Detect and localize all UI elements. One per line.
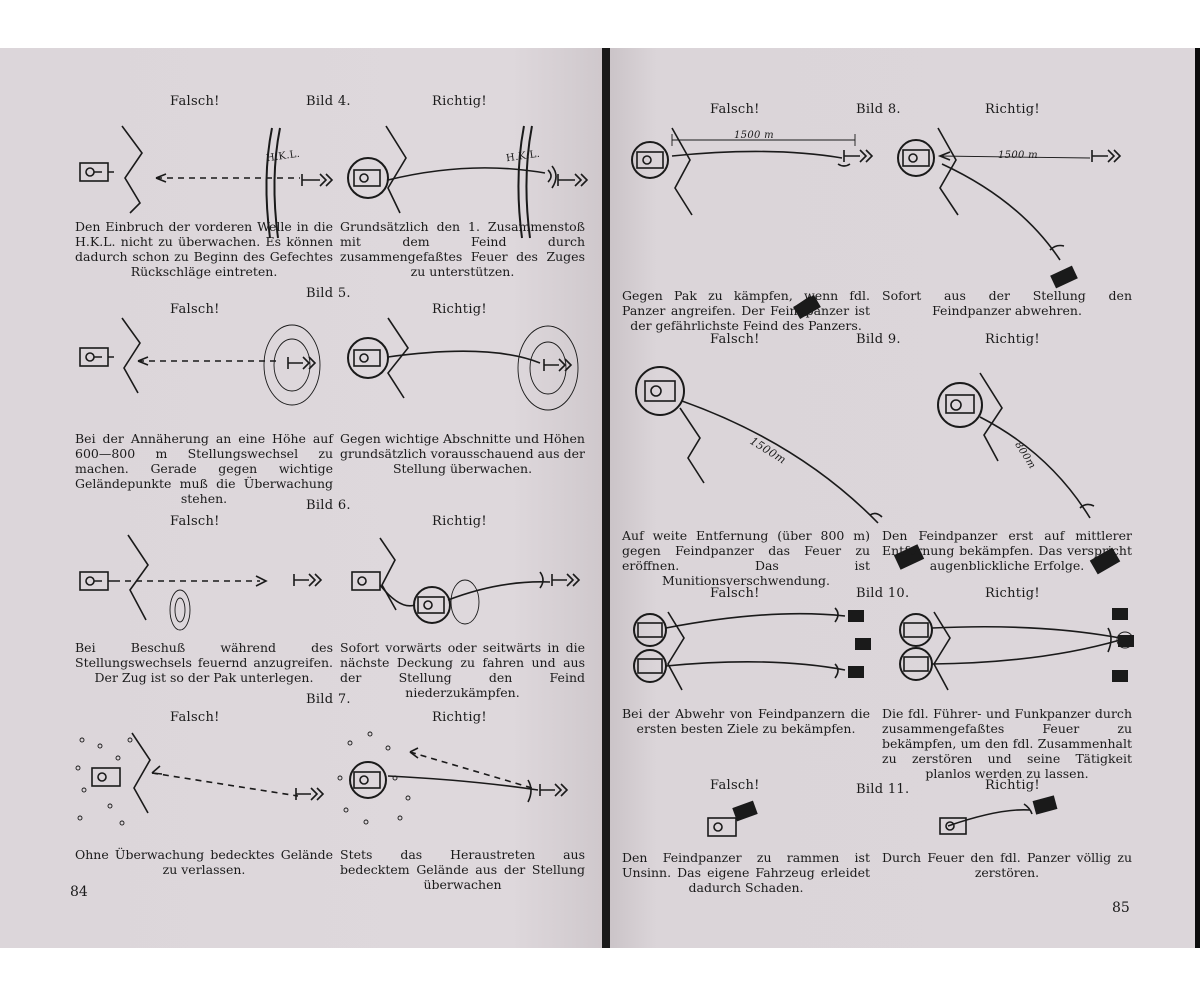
caption-wrong: Bei Beschuß während des Stellungswechsel…	[75, 640, 333, 685]
caption-right: Stets das Heraustreten aus bedecktem Gel…	[340, 847, 585, 892]
label-falsch: Falsch!	[710, 586, 760, 601]
anti-tank-gun-icon	[301, 173, 334, 187]
diagram-bild-8	[631, 127, 1122, 320]
diagram-bild-4	[79, 125, 589, 239]
label-richtig: Richtig!	[985, 102, 1040, 117]
distance-label: 1500 m	[998, 150, 1038, 161]
diagram-bild-10	[633, 607, 1134, 691]
figure-number: Bild 8.	[856, 102, 901, 117]
label-falsch: Falsch!	[170, 94, 220, 109]
caption-right: Durch Feuer den fdl. Panzer völlig zu ze…	[882, 850, 1132, 880]
page-number: 85	[1112, 900, 1130, 916]
caption-right: Sofort vorwärts oder seitwärts in die nä…	[340, 640, 585, 700]
caption-right: Gegen wichtige Abschnitte und Höhen grun…	[340, 431, 585, 476]
diagram-bild-9	[635, 366, 1121, 575]
right-page: Falsch! Bild 8. Richtig!	[610, 48, 1195, 948]
distance-label: 1500 m	[734, 130, 774, 141]
page-number: 84	[70, 884, 88, 900]
caption-right: Den Feindpanzer erst auf mittlerer Entfe…	[882, 528, 1132, 573]
diagram-bild-11	[707, 795, 1058, 837]
figure-number: Bild 6.	[306, 498, 351, 513]
label-falsch: Falsch!	[170, 514, 220, 529]
figure-number: Bild 9.	[856, 332, 901, 347]
label-falsch: Falsch!	[170, 710, 220, 725]
caption-right: Grundsätzlich den 1. Zusammenstoß mit de…	[340, 219, 585, 279]
caption-wrong: Bei der Abwehr von Feindpanzern die erst…	[622, 706, 870, 736]
figure-number: Bild 5.	[306, 286, 351, 301]
diagram-bild-5	[79, 317, 579, 411]
label-richtig: Richtig!	[432, 94, 487, 109]
caption-right: Sofort aus der Stellung den Feindpanzer …	[882, 288, 1132, 318]
caption-right: Die fdl. Führer- und Funkpanzer durch zu…	[882, 706, 1132, 781]
label-falsch: Falsch!	[710, 102, 760, 117]
caption-wrong: Gegen Pak zu kämpfen, wenn fdl. Panzer a…	[622, 288, 870, 333]
label-richtig: Richtig!	[985, 332, 1040, 347]
caption-wrong: Bei der Annäherung an eine Höhe auf 600—…	[75, 431, 333, 506]
label-richtig: Richtig!	[432, 302, 487, 317]
caption-wrong: Den Einbruch der vorderen Welle in die H…	[75, 219, 333, 279]
figure-number: Bild 11.	[856, 782, 910, 797]
label-falsch: Falsch!	[170, 302, 220, 317]
label-richtig: Richtig!	[432, 514, 487, 529]
caption-wrong: Auf weite Entfernung (über 800 m) gegen …	[622, 528, 870, 588]
label-richtig: Richtig!	[985, 586, 1040, 601]
figure-number: Bild 4.	[306, 94, 351, 109]
open-book: Falsch! Bild 4. Richtig!	[0, 48, 1200, 948]
label-falsch: Falsch!	[710, 778, 760, 793]
diagram-bild-6	[79, 534, 581, 631]
label-richtig: Richtig!	[985, 778, 1040, 793]
figure-number: Bild 7.	[306, 692, 351, 707]
label-falsch: Falsch!	[710, 332, 760, 347]
left-page: Falsch! Bild 4. Richtig!	[0, 48, 602, 948]
caption-wrong: Ohne Überwachung bedecktes Gelände zu ve…	[75, 847, 333, 877]
diagram-bild-7	[75, 731, 569, 826]
caption-wrong: Den Feindpanzer zu rammen ist Unsinn. Da…	[622, 850, 870, 895]
terrain-line	[121, 125, 143, 214]
label-richtig: Richtig!	[432, 710, 487, 725]
figure-number: Bild 10.	[856, 586, 910, 601]
book-gutter	[602, 48, 610, 948]
